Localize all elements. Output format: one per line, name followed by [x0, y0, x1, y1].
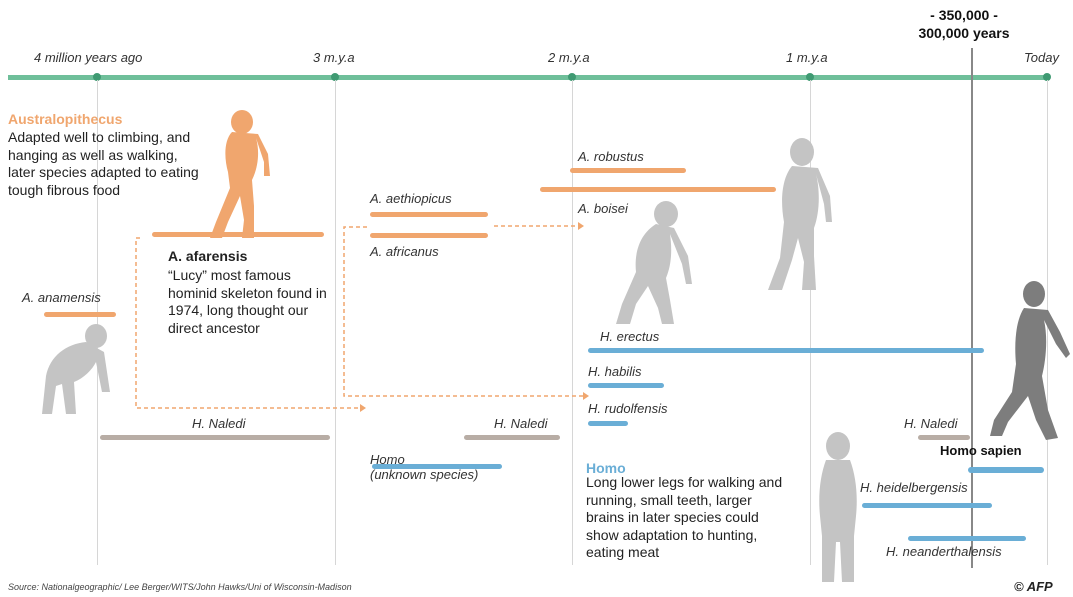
- arrow-head: [360, 404, 366, 412]
- label-homo-unknown: Homo (unknown species): [370, 452, 479, 482]
- bar-erectus: [588, 348, 984, 353]
- boisei-figure-icon: [768, 138, 832, 290]
- era-marker-text: - 350,000 - 300,000 years: [918, 7, 1010, 41]
- timeline-axis: [8, 75, 1048, 80]
- bar-robustus: [570, 168, 686, 173]
- label-naledi-1: H. Naledi: [192, 416, 246, 431]
- era-marker-label: - 350,000 - 300,000 years: [885, 6, 1043, 42]
- afarensis-figure-icon: [210, 110, 270, 238]
- bar-aethiopicus: [370, 212, 488, 217]
- tick-4mya: 4 million years ago: [34, 50, 143, 65]
- label-anamensis: A. anamensis: [22, 290, 101, 305]
- bar-naledi-3: [918, 435, 970, 440]
- afarensis-name: A. afarensis: [168, 248, 248, 264]
- bar-homo-unknown: [372, 464, 502, 469]
- robustus-figure-icon: [616, 201, 692, 324]
- label-boisei: A. boisei: [578, 201, 628, 216]
- anamensis-figure-icon: [42, 324, 110, 414]
- arrow-head: [578, 222, 584, 230]
- australopithecus-description: Adapted well to climbing, and hanging as…: [8, 129, 199, 198]
- bar-anamensis: [44, 312, 116, 317]
- source-note: Source: Nationalgeographic/ Lee Berger/W…: [8, 582, 352, 592]
- heidelbergensis-figure-icon: [819, 432, 857, 582]
- label-rudolfensis: H. rudolfensis: [588, 401, 668, 416]
- bar-habilis: [588, 383, 664, 388]
- label-robustus: A. robustus: [578, 149, 644, 164]
- tick-1mya: 1 m.y.a: [786, 50, 828, 65]
- bar-homo-sapien: [968, 467, 1044, 473]
- afarensis-description: “Lucy” most famous hominid skeleton foun…: [168, 267, 327, 336]
- sapien-figure-icon: [990, 281, 1070, 440]
- label-habilis: H. habilis: [588, 364, 642, 379]
- label-naledi-3: H. Naledi: [904, 416, 958, 431]
- era-marker-line: [971, 48, 973, 568]
- bar-naledi-2: [464, 435, 560, 440]
- bar-africanus: [370, 233, 488, 238]
- bar-afarensis: [152, 232, 324, 237]
- label-aethiopicus: A. aethiopicus: [370, 191, 452, 206]
- homo-heading: Homo: [586, 460, 626, 476]
- homo-description: Long lower legs for walking and running,…: [586, 474, 783, 560]
- arrow-head: [583, 392, 589, 400]
- label-heidelbergensis: H. heidelbergensis: [860, 480, 968, 495]
- australopithecus-heading: Australopithecus: [8, 111, 123, 127]
- tick-3mya: 3 m.y.a: [313, 50, 355, 65]
- bar-heidelbergensis: [862, 503, 992, 508]
- afp-credit: © AFP: [1014, 579, 1053, 594]
- bar-rudolfensis: [588, 421, 628, 426]
- tick-dot-2mya: [568, 73, 576, 81]
- label-neanderthalensis: H. neanderthalensis: [886, 544, 1002, 559]
- tick-dot-today: [1043, 73, 1051, 81]
- label-homo-sapien: Homo sapien: [940, 443, 1022, 458]
- bar-naledi-1: [100, 435, 330, 440]
- gridline-4mya: [97, 80, 98, 565]
- gridline-1mya: [810, 80, 811, 565]
- label-africanus: A. africanus: [370, 244, 439, 259]
- gridline-3mya: [335, 80, 336, 565]
- bar-neanderthalensis: [908, 536, 1026, 541]
- label-erectus: H. erectus: [600, 329, 660, 344]
- label-naledi-2: H. Naledi: [494, 416, 548, 431]
- tick-dot-3mya: [331, 73, 339, 81]
- tick-today: Today: [1024, 50, 1059, 65]
- tick-dot-1mya: [806, 73, 814, 81]
- gridline-2mya: [572, 80, 573, 565]
- tick-2mya: 2 m.y.a: [548, 50, 590, 65]
- bar-boisei: [540, 187, 776, 192]
- tick-dot-4mya: [93, 73, 101, 81]
